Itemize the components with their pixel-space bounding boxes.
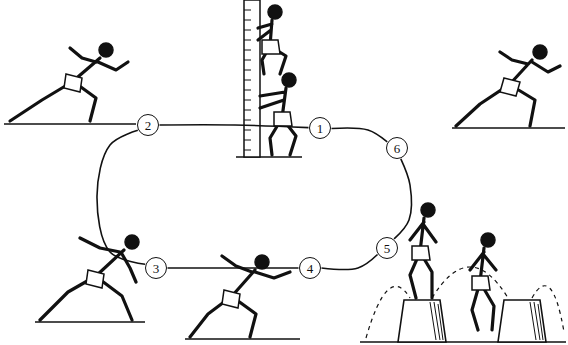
shorts <box>64 74 82 92</box>
climber-figure <box>260 88 296 155</box>
ground-line <box>452 127 565 129</box>
ground-line <box>35 321 145 323</box>
ground-line <box>4 123 136 125</box>
station-number: 2 <box>145 119 152 132</box>
station-circle: 3 <box>145 257 167 279</box>
station-number: 4 <box>307 262 314 275</box>
track-line <box>160 125 309 128</box>
bar-frame <box>244 0 260 157</box>
station-circle: 2 <box>137 114 159 136</box>
runner-figure <box>10 48 128 121</box>
head <box>481 233 495 247</box>
head <box>125 235 139 249</box>
track-line <box>168 267 299 269</box>
station-number: 3 <box>153 262 160 275</box>
station-circle: 6 <box>386 137 408 159</box>
track-line <box>322 255 378 270</box>
ground-lines <box>4 124 566 342</box>
head <box>282 73 296 87</box>
track-line <box>97 130 145 264</box>
shorts <box>274 112 292 126</box>
bar-ticks <box>244 10 251 150</box>
station-circle: 4 <box>299 257 321 279</box>
shorts <box>262 40 280 54</box>
jumper-figure <box>470 248 496 330</box>
jump-boxes <box>366 267 564 342</box>
head <box>268 5 282 19</box>
station-circle: 5 <box>376 237 398 259</box>
track-line <box>394 159 411 239</box>
athlete-heads-and-shorts <box>64 5 547 308</box>
runner-figure <box>40 238 136 320</box>
station-circle: 1 <box>309 117 331 139</box>
box-hatching <box>530 302 543 340</box>
station-number: 6 <box>394 142 401 155</box>
shorts <box>500 78 520 96</box>
jump-box <box>398 300 446 342</box>
runner-figure <box>456 52 560 126</box>
station-number: 5 <box>384 242 391 255</box>
shorts <box>472 276 490 290</box>
head <box>533 45 547 59</box>
head <box>99 43 113 57</box>
head <box>255 255 269 269</box>
jumper-figure <box>410 218 436 298</box>
track-line <box>331 128 387 142</box>
shorts <box>222 290 240 308</box>
jump-box <box>498 300 546 342</box>
head <box>421 203 435 217</box>
shorts <box>412 246 430 260</box>
ground-line <box>185 338 300 340</box>
climber-figure <box>258 20 286 74</box>
jump-trajectory <box>366 267 564 338</box>
shorts <box>86 270 104 288</box>
climbing-bars <box>244 0 260 157</box>
box-hatching <box>430 302 443 340</box>
athlete-figures <box>10 20 560 337</box>
station-number: 1 <box>317 122 324 135</box>
